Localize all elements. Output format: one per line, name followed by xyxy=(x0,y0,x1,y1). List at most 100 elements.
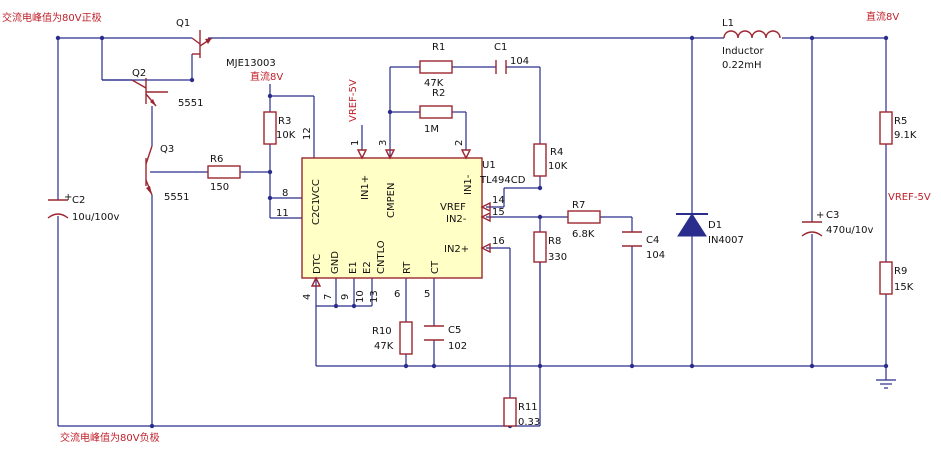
transistor-q3 xyxy=(145,145,153,196)
q1-designator: Q1 xyxy=(176,18,190,29)
label-dc8v-supply: 直流8V xyxy=(250,70,283,83)
r2-value: 1M xyxy=(424,124,439,135)
pin-number-7: 7 xyxy=(323,294,334,300)
resistor-r1 xyxy=(419,60,453,74)
r3-value: 10K xyxy=(276,130,296,141)
pin-number-5: 5 xyxy=(424,289,430,300)
resistor-r7 xyxy=(567,210,601,224)
transistor-q1 xyxy=(191,30,213,58)
r3-designator: R3 xyxy=(278,116,291,127)
r9-value: 15K xyxy=(894,282,914,293)
q2-designator: Q2 xyxy=(132,68,146,79)
pin-number-3: 3 xyxy=(378,140,389,146)
d1-value: IN4007 xyxy=(708,235,744,246)
q3-designator: Q3 xyxy=(160,144,174,155)
ic-pin-in2p: IN2+ xyxy=(444,244,469,255)
ic-pin-in1m: IN1- xyxy=(463,174,474,195)
pin-number-2: 2 xyxy=(454,140,465,146)
u1-part: TL494CD xyxy=(479,175,526,186)
label-dc8v-output: 直流8V xyxy=(866,10,899,23)
r2-designator: R2 xyxy=(432,88,445,99)
label-vref-divider: VREF-5V xyxy=(888,192,931,203)
ic-pin-gnd: GND xyxy=(330,251,341,274)
ic-pin-in2m: IN2- xyxy=(446,214,467,225)
pin-number-12: 12 xyxy=(302,127,313,140)
c4-designator: C4 xyxy=(646,235,659,246)
r8-designator: R8 xyxy=(548,236,561,247)
r4-value: 10K xyxy=(548,161,568,172)
c1-value: 104 xyxy=(510,56,529,67)
ic-pin-markers xyxy=(310,149,491,287)
c1-designator: C1 xyxy=(494,42,507,53)
pin-number-8: 8 xyxy=(282,188,288,199)
pin-number-11: 11 xyxy=(276,208,289,219)
label-vref-in1: VREF-5V xyxy=(348,79,359,122)
r1-designator: R1 xyxy=(432,42,445,53)
resistor-r5 xyxy=(879,111,893,145)
ic-pin-c1: C1 xyxy=(311,199,322,212)
resistor-r2 xyxy=(419,105,453,119)
pin-number-1: 1 xyxy=(350,140,361,146)
d1-designator: D1 xyxy=(708,220,722,231)
r10-value: 47K xyxy=(374,341,394,352)
resistor-r6 xyxy=(207,165,241,179)
l1-designator: L1 xyxy=(722,18,734,29)
ic-pin-c2: C2 xyxy=(311,212,322,225)
ic-pin-rt: RT xyxy=(402,261,413,274)
c3-value: 470u/10v xyxy=(826,225,874,236)
r4-designator: R4 xyxy=(550,147,563,158)
c2-plus: + xyxy=(64,192,72,203)
resistor-r11 xyxy=(503,397,517,427)
c5-designator: C5 xyxy=(448,325,461,336)
label-ac-negative: 交流电峰值为80V负极 xyxy=(60,431,160,444)
label-ac-positive: 交流电峰值为80V正极 xyxy=(2,11,102,24)
r6-value: 150 xyxy=(210,182,229,193)
ic-pin-e2: E2 xyxy=(362,261,373,274)
c3-plus: + xyxy=(816,210,824,221)
ic-pin-dtc: DTC xyxy=(312,254,323,274)
pin-number-9: 9 xyxy=(340,294,351,300)
inductor-l1 xyxy=(723,30,781,39)
capacitor-c1 xyxy=(495,60,507,74)
c5-value: 102 xyxy=(448,341,467,352)
q3-part: 5551 xyxy=(164,192,189,203)
ic-pin-cmpen: CMPEN xyxy=(386,183,397,218)
r11-designator: R11 xyxy=(518,402,538,413)
r1-value: 47K xyxy=(424,78,444,89)
ic-pin-e1: E1 xyxy=(348,261,359,274)
resistor-r9 xyxy=(879,261,893,295)
c2-designator: C2 xyxy=(72,195,85,206)
pin-number-13: 13 xyxy=(369,290,380,303)
q1-part: MJE13003 xyxy=(226,58,276,69)
ic-pin-vcc: VCC xyxy=(311,179,322,200)
resistor-r4 xyxy=(533,143,547,177)
pin-number-6: 6 xyxy=(394,289,400,300)
pin-number-10: 10 xyxy=(355,290,366,303)
capacitor-c2 xyxy=(47,199,69,219)
r8-value: 330 xyxy=(548,252,567,263)
q2-part: 5551 xyxy=(178,98,203,109)
transistor-q2 xyxy=(102,78,168,107)
pin-number-4: 4 xyxy=(302,294,313,300)
c4-value: 104 xyxy=(646,250,665,261)
capacitor-c4 xyxy=(622,231,642,247)
diode-d1 xyxy=(676,213,708,237)
r9-designator: R9 xyxy=(894,266,907,277)
c2-value: 10u/100v xyxy=(72,212,120,223)
pin-number-14: 14 xyxy=(492,195,505,206)
u1-designator: U1 xyxy=(482,160,496,171)
r11-value: 0.33 xyxy=(518,417,540,428)
pin-number-15: 15 xyxy=(492,207,505,218)
l1-type: Inductor xyxy=(722,46,765,57)
r6-designator: R6 xyxy=(210,154,223,165)
r7-designator: R7 xyxy=(572,200,585,211)
r5-value: 9.1K xyxy=(894,130,917,141)
ic-u1 xyxy=(301,157,483,279)
capacitor-c5 xyxy=(424,325,444,341)
r10-designator: R10 xyxy=(372,326,392,337)
ground-symbol xyxy=(876,379,896,389)
resistor-r3 xyxy=(263,111,277,145)
resistor-r8 xyxy=(533,231,547,263)
l1-value: 0.22mH xyxy=(722,60,762,71)
